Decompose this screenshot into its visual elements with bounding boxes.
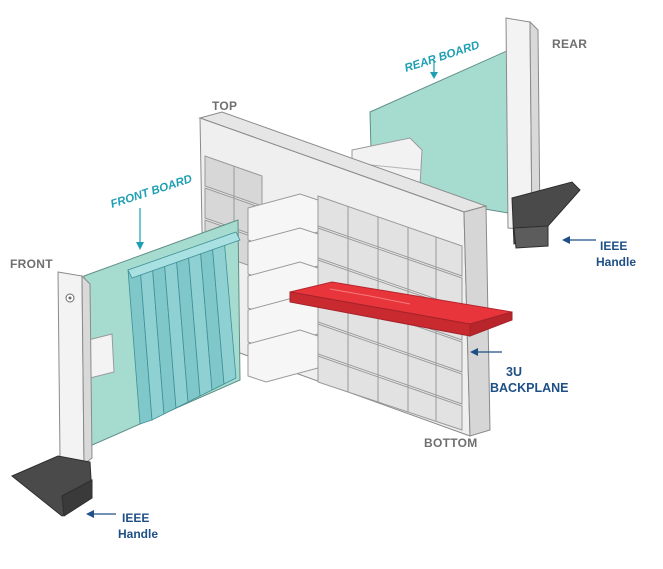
- heatsink: [127, 231, 241, 425]
- ieee-handle-front-label-line2: Handle: [118, 527, 158, 541]
- rear-label: REAR: [552, 37, 587, 51]
- 3u-backplane-pcb: [289, 281, 513, 337]
- rear-board-assembly: [351, 17, 581, 249]
- ieee-handle-rear-label-line2: Handle: [596, 255, 636, 269]
- backplane-label-line1: 3U: [506, 365, 522, 379]
- front-board-assembly: [11, 219, 241, 517]
- front-label: FRONT: [10, 257, 53, 271]
- top-label: TOP: [212, 99, 237, 113]
- bottom-label: BOTTOM: [424, 436, 478, 450]
- backplane-connector-grid: [204, 155, 463, 431]
- callout-arrows: [86, 60, 596, 518]
- ieee-handle-rear-label-line1: IEEE: [600, 239, 627, 253]
- ieee-handle-front-label-line1: IEEE: [122, 511, 149, 525]
- backplane-panel: [198, 111, 513, 437]
- front-board-label: FRONT BOARD: [109, 173, 194, 211]
- backplane-label-line2: BACKPLANE: [490, 381, 568, 395]
